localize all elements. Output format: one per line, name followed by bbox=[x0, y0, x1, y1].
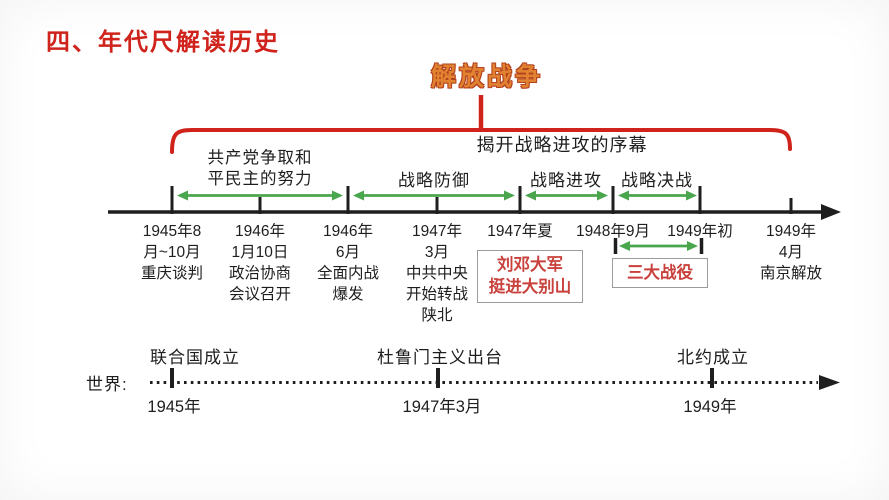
event-political-consultative-conference: 1946年 1月10日 政治协商 会议召开 bbox=[228, 223, 292, 304]
world-axis-label: 世界: bbox=[86, 375, 128, 394]
world-event-nato-founded: 北约成立 bbox=[677, 348, 749, 367]
event-civil-war-outbreak: 1946年 6月 全面内战 爆发 bbox=[316, 223, 380, 304]
section-title: 四、年代尺解读历史 bbox=[46, 29, 280, 56]
phase-label-decisive-battle: 战略决战 bbox=[621, 171, 693, 190]
phase-label-strategic-defense: 战略防御 bbox=[398, 171, 470, 190]
world-date-1949: 1949年 bbox=[683, 398, 737, 416]
brace-caption: 揭开战略进攻的序幕 bbox=[476, 135, 648, 155]
event-chongqing-talks: 1945年8 月~10月 重庆谈判 bbox=[140, 223, 204, 283]
liberation-war-heading: 解放战争 bbox=[430, 63, 544, 91]
phase-arrow-peace-effort bbox=[177, 190, 343, 201]
world-date-1945: 1945年 bbox=[147, 398, 201, 416]
event-shaanbei-campaign: 1947年 3月 中共中央 开始转战 陕北 bbox=[405, 223, 469, 325]
event-1948-september: 1948年9月 bbox=[575, 223, 651, 240]
phase-label-peace-effort: 共产党争取和 平民主的努力 bbox=[207, 149, 313, 189]
event-1949-early: 1949年初 bbox=[667, 223, 733, 240]
callout-liu-deng-advance: 刘邓大军 挺进大别山 bbox=[477, 250, 583, 303]
event-1947-summer: 1947年夏 bbox=[487, 223, 553, 240]
world-event-un-founded: 联合国成立 bbox=[150, 348, 240, 367]
world-event-truman-doctrine: 杜鲁门主义出台 bbox=[377, 348, 503, 367]
world-axis-arrowhead-icon bbox=[819, 375, 840, 390]
world-axis-ticks bbox=[170, 368, 714, 388]
main-axis-arrowhead-icon bbox=[821, 204, 841, 220]
world-date-1947-3: 1947年3月 bbox=[402, 398, 482, 416]
event-nanjing-liberation: 1949年 4月 南京解放 bbox=[759, 223, 823, 283]
callout-three-campaigns: 三大战役 bbox=[612, 258, 708, 289]
phase-label-strategic-offense: 战略进攻 bbox=[530, 171, 602, 190]
